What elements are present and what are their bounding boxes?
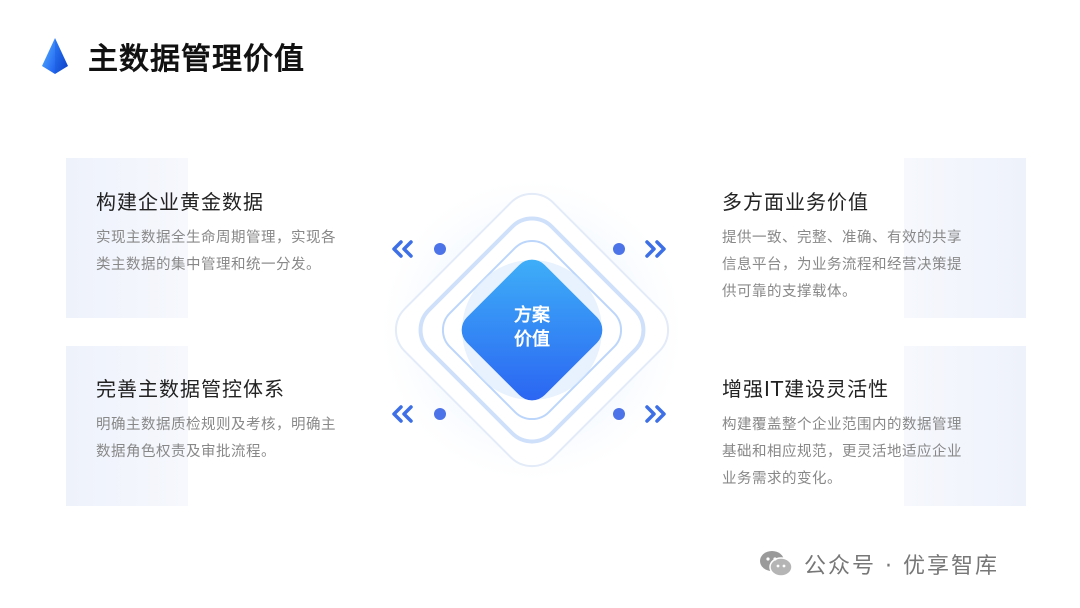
value-item-1: 构建企业黄金数据 实现主数据全生命周期管理，实现各类主数据的集中管理和统一分发。	[96, 186, 346, 279]
center-diamond-graphic	[382, 180, 682, 480]
value-item-3: 多方面业务价值 提供一致、完整、准确、有效的共享信息平台，为业务流程和经营决策提…	[722, 186, 972, 306]
center-label-line2: 价值	[514, 329, 550, 350]
card-bg-top-left	[66, 158, 188, 318]
value-heading: 构建企业黄金数据	[96, 190, 264, 214]
card-bg-bottom-right	[904, 346, 1026, 506]
connector-dot	[613, 243, 625, 255]
core-diamond	[461, 259, 603, 401]
center-label-line1: 方案	[514, 305, 550, 326]
wechat-icon	[760, 551, 793, 577]
value-heading: 增强IT建设灵活性	[722, 377, 890, 401]
value-description: 提供一致、完整、准确、有效的共享信息平台，为业务流程和经营决策提供可靠的支撑载体…	[722, 230, 962, 300]
center-label: 方案 价值	[490, 304, 574, 352]
watermark-text: 公众号 · 优享智库	[804, 554, 999, 579]
value-description: 实现主数据全生命周期管理，实现各类主数据的集中管理和统一分发。	[96, 230, 336, 273]
value-heading: 完善主数据管控体系	[96, 377, 285, 401]
card-bg-bottom-left	[66, 346, 188, 506]
value-item-4: 增强IT建设灵活性 构建覆盖整个企业范围内的数据管理基础和相应规范，更灵活地适应…	[722, 373, 972, 493]
value-description: 构建覆盖整个企业范围内的数据管理基础和相应规范，更灵活地适应企业业务需求的变化。	[722, 417, 962, 487]
right-chevrons-icon	[645, 240, 666, 423]
connector-dot	[613, 408, 625, 420]
connector-dot	[434, 408, 446, 420]
value-item-2: 完善主数据管控体系 明确主数据质检规则及考核，明确主数据角色权责及审批流程。	[96, 373, 346, 466]
page-title: 主数据管理价值	[88, 42, 305, 77]
value-description: 明确主数据质检规则及考核，明确主数据角色权责及审批流程。	[96, 417, 336, 460]
card-bg-top-right	[904, 158, 1026, 318]
watermark: 公众号 · 优享智库	[758, 548, 999, 580]
left-chevrons-icon	[392, 240, 413, 423]
crystal-logo-icon	[42, 38, 68, 74]
header: 主数据管理价值	[38, 34, 305, 78]
connector-dot	[434, 243, 446, 255]
middle-diamond-ring	[418, 216, 646, 444]
value-heading: 多方面业务价值	[722, 190, 869, 214]
